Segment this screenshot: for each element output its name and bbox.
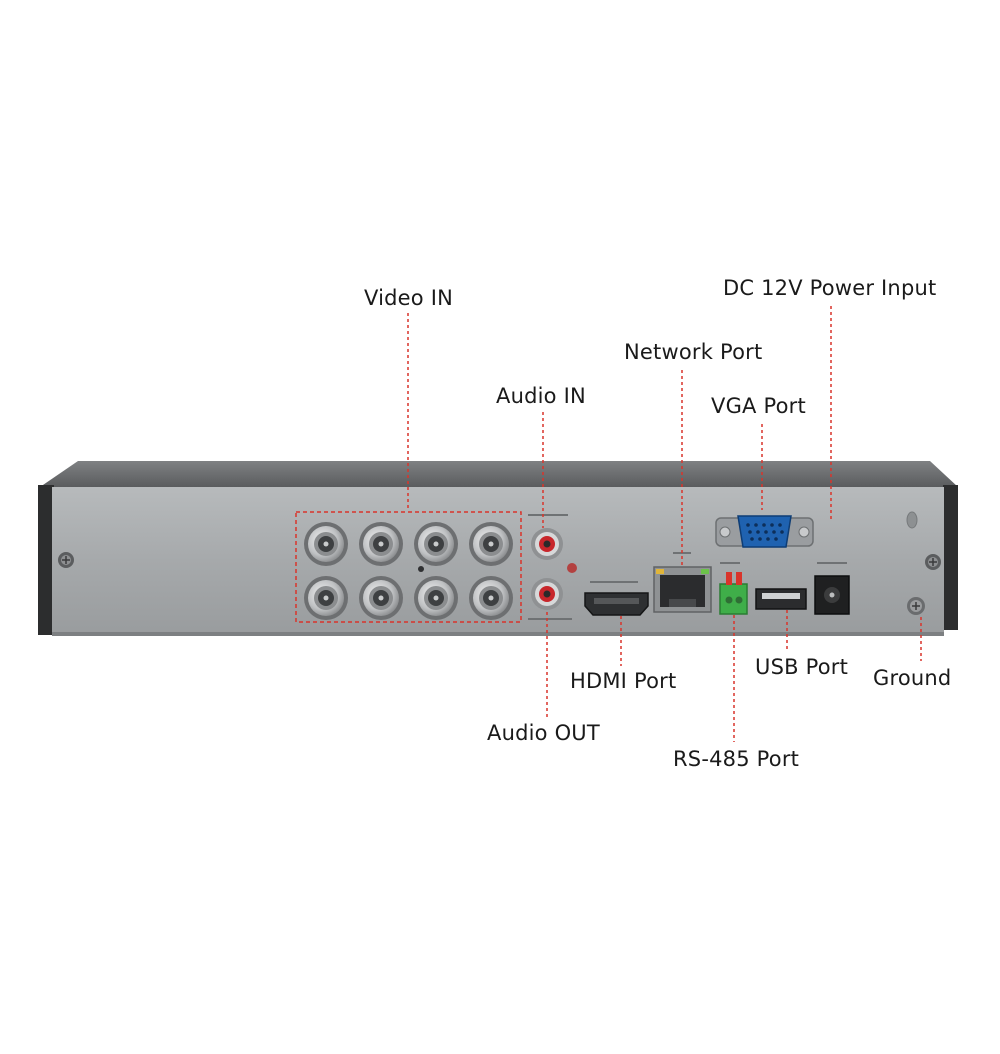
hdmi-port-icon bbox=[584, 592, 649, 616]
bnc-connector-icon bbox=[469, 576, 513, 620]
bnc-connector-icon bbox=[304, 576, 348, 620]
chassis-top bbox=[40, 461, 958, 487]
label-video-in: Video IN bbox=[364, 286, 454, 310]
bnc-connector-icon bbox=[414, 522, 458, 566]
bnc-connector-icon bbox=[414, 576, 458, 620]
mounting-screw-left bbox=[58, 552, 74, 568]
bnc-connector-icon bbox=[304, 522, 348, 566]
label-vga-port: VGA Port bbox=[711, 394, 806, 418]
video-in-bnc-group bbox=[304, 522, 513, 620]
label-network-port: Network Port bbox=[624, 340, 763, 364]
rj45-port-icon bbox=[653, 566, 712, 613]
label-rs485-port: RS-485 Port bbox=[673, 747, 800, 771]
label-dc-power-input: DC 12V Power Input bbox=[723, 276, 937, 300]
chassis-right-side bbox=[943, 485, 958, 630]
dc-power-jack-icon bbox=[814, 575, 850, 615]
label-ground: Ground bbox=[873, 666, 952, 690]
video-in-highlight-box bbox=[295, 511, 522, 623]
bnc-connector-icon bbox=[469, 522, 513, 566]
rs485-terminal-icon bbox=[719, 572, 748, 615]
bnc-connector-icon bbox=[359, 522, 403, 566]
bnc-connector-icon bbox=[359, 576, 403, 620]
ground-screw-icon bbox=[907, 597, 925, 615]
usb-port-icon bbox=[755, 588, 807, 610]
label-audio-in: Audio IN bbox=[496, 384, 586, 408]
mounting-screw-right bbox=[925, 554, 941, 570]
rca-jack-icon bbox=[531, 528, 563, 560]
indicator-dot bbox=[567, 563, 577, 573]
label-hdmi-port: HDMI Port bbox=[570, 669, 677, 693]
vent-hole bbox=[906, 511, 918, 529]
rca-jack-icon bbox=[531, 578, 563, 610]
label-usb-port: USB Port bbox=[755, 655, 849, 679]
chassis-left-side bbox=[38, 485, 54, 635]
vga-port-icon bbox=[715, 515, 814, 548]
label-audio-out: Audio OUT bbox=[487, 721, 600, 745]
